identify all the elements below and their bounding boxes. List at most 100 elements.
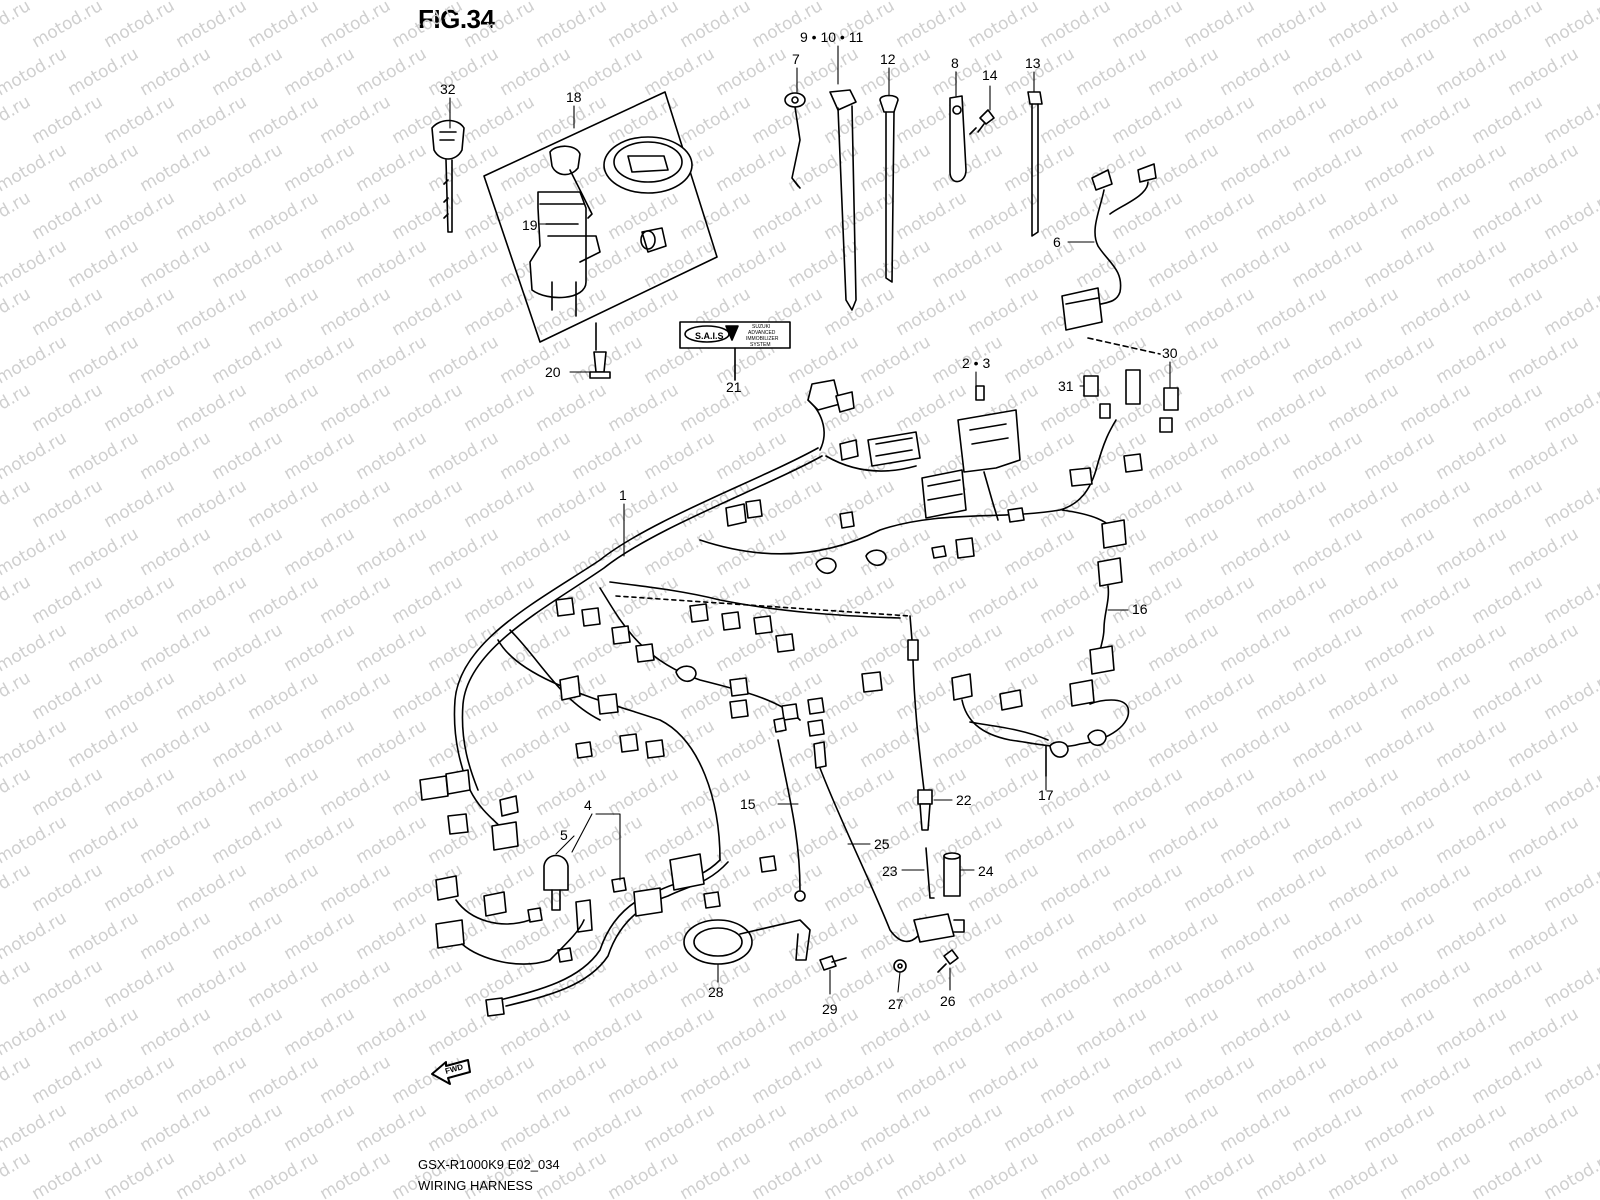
watermark-text: motod.ru: [1397, 860, 1475, 916]
watermark-text: motod.ru: [569, 524, 647, 580]
watermark-text: motod.ru: [425, 524, 503, 580]
watermark-text: motod.ru: [1289, 1100, 1367, 1156]
watermark-text: motod.ru: [1037, 1148, 1115, 1200]
callout-2-3: 2 • 3: [962, 355, 990, 371]
watermark-text: motod.ru: [245, 476, 323, 532]
watermark-text: motod.ru: [173, 764, 251, 820]
watermark-text: motod.ru: [821, 284, 899, 340]
watermark-text: motod.ru: [0, 140, 70, 196]
watermark-text: motod.ru: [173, 1052, 251, 1108]
watermark-text: motod.ru: [1073, 1004, 1151, 1060]
watermark-text: motod.ru: [353, 716, 431, 772]
watermark-text: motod.ru: [1541, 956, 1600, 1012]
watermark-text: motod.ru: [353, 908, 431, 964]
watermark-text: motod.ru: [353, 1100, 431, 1156]
callout-6: 6: [1053, 234, 1061, 250]
watermark-text: motod.ru: [353, 1004, 431, 1060]
watermark-text: motod.ru: [1541, 668, 1600, 724]
watermark-text: motod.ru: [101, 476, 179, 532]
watermark-text: motod.ru: [1361, 0, 1439, 4]
watermark-text: motod.ru: [1433, 716, 1511, 772]
watermark-text: motod.ru: [497, 1100, 575, 1156]
watermark-text: motod.ru: [965, 764, 1043, 820]
watermark-text: motod.ru: [281, 620, 359, 676]
watermark-text: motod.ru: [533, 764, 611, 820]
watermark-text: motod.ru: [1505, 716, 1583, 772]
watermark-text: motod.ru: [1469, 476, 1547, 532]
watermark-text: motod.ru: [1541, 764, 1600, 820]
watermark-text: motod.ru: [101, 1148, 179, 1200]
watermark-text: motod.ru: [1289, 620, 1367, 676]
watermark-text: motod.ru: [65, 1004, 143, 1060]
watermark-text: motod.ru: [533, 0, 611, 52]
watermark-text: motod.ru: [173, 92, 251, 148]
part-20-screw: [589, 322, 611, 379]
watermark-text: motod.ru: [0, 92, 34, 148]
watermark-text: motod.ru: [137, 1100, 215, 1156]
watermark-text: motod.ru: [1145, 428, 1223, 484]
watermark-text: motod.ru: [1541, 284, 1600, 340]
watermark-text: motod.ru: [281, 236, 359, 292]
watermark-text: motod.ru: [821, 572, 899, 628]
watermark-text: motod.ru: [533, 476, 611, 532]
watermark-text: motod.ru: [317, 860, 395, 916]
watermark-text: motod.ru: [1541, 380, 1600, 436]
watermark-text: motod.ru: [1325, 572, 1403, 628]
watermark-text: motod.ru: [1469, 92, 1547, 148]
watermark-text: motod.ru: [1361, 1100, 1439, 1156]
watermark-text: motod.ru: [965, 0, 1043, 52]
watermark-text: motod.ru: [497, 332, 575, 388]
watermark-text: motod.ru: [893, 284, 971, 340]
watermark-text: motod.ru: [1001, 140, 1079, 196]
watermark-text: motod.ru: [0, 908, 70, 964]
watermark-text: motod.ru: [785, 0, 863, 4]
watermark-text: motod.ru: [857, 620, 935, 676]
watermark-text: motod.ru: [1505, 524, 1583, 580]
watermark-text: motod.ru: [245, 1052, 323, 1108]
watermark-text: motod.ru: [353, 812, 431, 868]
watermark-text: motod.ru: [1289, 236, 1367, 292]
sais-badge: S.A.I.S: [695, 331, 724, 341]
watermark-text: motod.ru: [173, 0, 251, 52]
watermark-text: motod.ru: [101, 0, 179, 52]
watermark-text: motod.ru: [1469, 1052, 1547, 1108]
watermark-text: motod.ru: [281, 332, 359, 388]
watermark-text: motod.ru: [1001, 908, 1079, 964]
watermark-text: motod.ru: [1505, 332, 1583, 388]
watermark-text: motod.ru: [857, 140, 935, 196]
watermark-text: motod.ru: [1505, 1100, 1583, 1156]
callout-24: 24: [978, 863, 994, 879]
watermark-text: motod.ru: [677, 188, 755, 244]
watermark-text: motod.ru: [1217, 236, 1295, 292]
watermark-text: motod.ru: [317, 476, 395, 532]
watermark-text: motod.ru: [425, 236, 503, 292]
watermark-text: motod.ru: [785, 1100, 863, 1156]
watermark-text: motod.ru: [1145, 140, 1223, 196]
watermark-text: motod.ru: [533, 956, 611, 1012]
watermark-text: motod.ru: [29, 764, 107, 820]
watermark-text: motod.ru: [245, 668, 323, 724]
watermark-text: motod.ru: [461, 476, 539, 532]
part-25-lead: [813, 741, 919, 943]
watermark-text: motod.ru: [713, 140, 791, 196]
watermark-text: motod.ru: [1505, 812, 1583, 868]
watermark-text: motod.ru: [317, 1148, 395, 1200]
watermark-text: motod.ru: [641, 428, 719, 484]
watermark-text: motod.ru: [929, 0, 1007, 4]
watermark-text: motod.ru: [209, 236, 287, 292]
callout-9-10-11: 9 • 10 • 11: [800, 29, 863, 45]
watermark-text: motod.ru: [569, 812, 647, 868]
watermark-text: motod.ru: [1145, 620, 1223, 676]
watermark-text: motod.ru: [1433, 524, 1511, 580]
watermark-text: motod.ru: [353, 0, 431, 4]
watermark-text: motod.ru: [677, 92, 755, 148]
watermark-text: motod.ru: [641, 524, 719, 580]
watermark-text: motod.ru: [245, 956, 323, 1012]
watermark-text: motod.ru: [29, 476, 107, 532]
watermark-text: motod.ru: [641, 1100, 719, 1156]
watermark-text: motod.ru: [713, 812, 791, 868]
watermark-text: motod.ru: [389, 188, 467, 244]
watermark-text: motod.ru: [389, 284, 467, 340]
callout-8: 8: [951, 55, 959, 71]
